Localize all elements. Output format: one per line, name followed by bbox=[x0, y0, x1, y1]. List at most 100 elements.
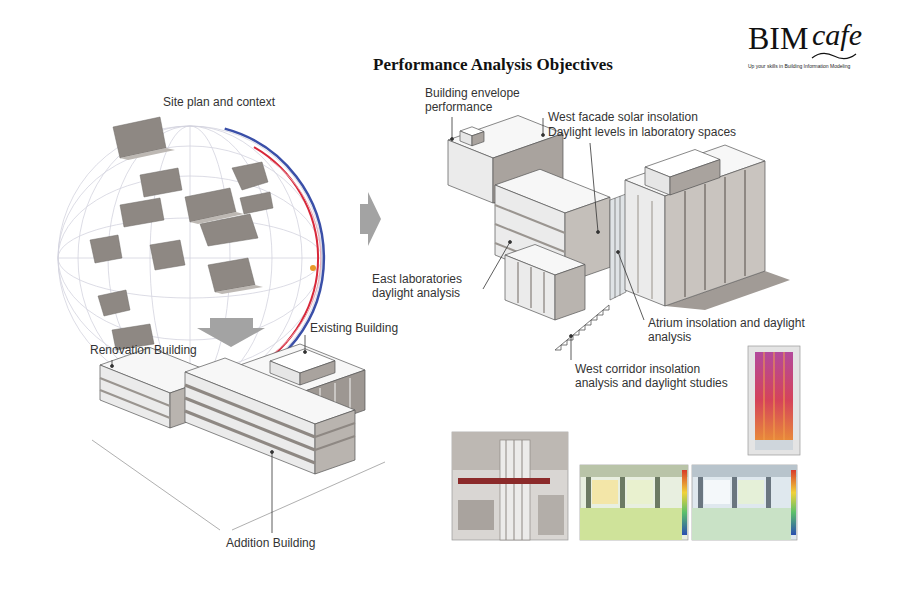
callout-label: West facade solar insolation bbox=[548, 110, 698, 124]
corridor-wing bbox=[505, 245, 585, 321]
envelope-block-part bbox=[460, 131, 472, 146]
leader-line-part bbox=[451, 138, 454, 141]
existing-tower-part bbox=[637, 195, 639, 293]
facade-render-part bbox=[522, 440, 523, 540]
existing-tower-part bbox=[684, 191, 686, 297]
site-building-part bbox=[98, 290, 130, 316]
interior-render-part bbox=[620, 477, 625, 508]
leader-line-part bbox=[542, 134, 545, 137]
existing-tower-part bbox=[651, 201, 653, 299]
leader-line-part bbox=[509, 241, 512, 244]
callout-label: Daylight levels in laboratory spaces bbox=[548, 125, 736, 139]
addition-building-part bbox=[315, 436, 355, 450]
addition-building-part bbox=[315, 423, 355, 437]
interior-render-part bbox=[692, 465, 797, 540]
renovation-building-part bbox=[100, 365, 170, 428]
leader-line-part bbox=[304, 351, 307, 354]
site-shadow-part bbox=[190, 212, 244, 224]
facade-render-part bbox=[514, 440, 515, 540]
facade-render-part bbox=[452, 432, 568, 540]
interior-render-part bbox=[766, 477, 771, 508]
leader-line-part bbox=[271, 451, 274, 454]
addition-building-part bbox=[185, 411, 315, 463]
logo-tagline: Up your skills in Building Information M… bbox=[748, 63, 850, 69]
callout-label: Building envelope performance bbox=[425, 86, 537, 115]
atrium-render bbox=[748, 346, 800, 455]
atrium-render-part bbox=[748, 346, 800, 455]
interior-render-part bbox=[704, 480, 730, 504]
atrium-render-part bbox=[774, 352, 775, 440]
site-building-part bbox=[150, 240, 185, 270]
atrium-glass-part bbox=[610, 194, 626, 300]
facade-render-part bbox=[458, 478, 550, 484]
addition-building bbox=[185, 358, 355, 474]
addition-building-part bbox=[185, 398, 315, 450]
leader-line-part bbox=[597, 231, 600, 234]
interior-render-part bbox=[580, 508, 682, 540]
flow-arrow-part bbox=[197, 318, 265, 347]
addition-building-part bbox=[185, 372, 315, 474]
interior-render-part bbox=[580, 465, 688, 540]
atrium-glass bbox=[610, 194, 626, 300]
existing-tower-part bbox=[724, 177, 726, 283]
sun-path-diagram-part bbox=[310, 265, 316, 271]
corridor-wing-part bbox=[555, 265, 585, 321]
interior-render-part bbox=[791, 470, 796, 535]
renovation-building-part bbox=[100, 390, 170, 418]
atrium-render-part bbox=[784, 352, 785, 440]
building-label: Existing Building bbox=[310, 321, 398, 335]
panel-label: Site plan and context bbox=[163, 95, 275, 109]
existing-tower-part bbox=[704, 184, 706, 290]
ground-line bbox=[92, 440, 385, 530]
facade-render-part bbox=[538, 495, 564, 535]
atrium-glass-part bbox=[620, 196, 621, 296]
renovation-building-part bbox=[100, 378, 170, 406]
logo-text: BIM bbox=[748, 22, 808, 54]
facade-render-part bbox=[500, 440, 530, 540]
leader-line-part bbox=[452, 117, 453, 139]
leader-line-part bbox=[543, 118, 544, 135]
corridor-wing-part bbox=[505, 255, 555, 320]
corridor-wing-part bbox=[517, 262, 519, 303]
interior-render-part bbox=[692, 465, 797, 477]
existing-tower-part bbox=[744, 170, 746, 276]
leader-line-part bbox=[571, 336, 572, 360]
site-building-part bbox=[120, 198, 164, 227]
envelope-block-part bbox=[472, 132, 484, 146]
interior-render-part bbox=[738, 480, 764, 504]
logo-mark-part bbox=[812, 53, 856, 58]
existing-tower-part bbox=[645, 167, 670, 195]
interior-render bbox=[580, 465, 797, 540]
callout-label: West corridor insolation analysis and da… bbox=[575, 362, 745, 391]
addition-building-part bbox=[185, 385, 315, 437]
building-label: Renovation Building bbox=[90, 343, 197, 357]
callout-label: Atrium insolation and daylight analysis bbox=[648, 316, 828, 345]
leader-line-part bbox=[570, 335, 573, 338]
callout-label: East laboratories daylight analysis bbox=[372, 272, 482, 301]
interior-render-part bbox=[655, 477, 660, 508]
building-label: Addition Building bbox=[226, 536, 315, 550]
flow-arrow-part bbox=[360, 192, 381, 246]
logo-text: cafe bbox=[812, 20, 862, 50]
site-building-part bbox=[240, 192, 273, 214]
corridor-wing-part bbox=[530, 267, 532, 308]
logo-mark bbox=[812, 53, 856, 58]
corridor-wing-part bbox=[543, 272, 545, 313]
site-building bbox=[90, 117, 273, 350]
leader-line-part bbox=[618, 252, 644, 320]
interior-render-part bbox=[732, 477, 737, 508]
ground-line-part bbox=[232, 462, 385, 530]
facade-render-part bbox=[458, 500, 494, 530]
interior-render-part bbox=[698, 477, 703, 508]
facade-render-part bbox=[506, 440, 507, 540]
site-building-part bbox=[232, 162, 268, 190]
leader-line-part bbox=[272, 452, 273, 533]
existing-tower bbox=[625, 145, 765, 306]
interior-render-part bbox=[586, 477, 591, 508]
leader-line-part bbox=[483, 242, 510, 289]
atrium-render-part bbox=[755, 440, 793, 450]
stair bbox=[555, 305, 609, 350]
interior-render-part bbox=[580, 465, 688, 477]
interior-render-part bbox=[592, 480, 618, 504]
